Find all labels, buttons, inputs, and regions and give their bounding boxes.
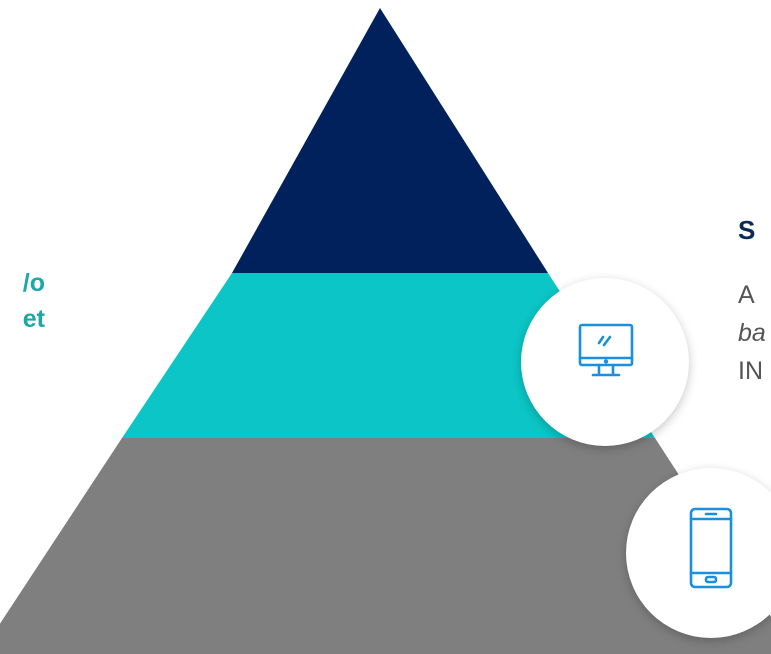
pyramid-tier-middle [122, 273, 655, 438]
pyramid-tier-top [232, 8, 548, 273]
right-panel-title: S [738, 215, 756, 245]
right-panel-line-3: IN [738, 357, 763, 385]
smartphone-icon-badge [626, 468, 771, 638]
right-panel-line-2: ba [738, 319, 766, 347]
left-label-line-2: et [22, 305, 45, 333]
right-panel-body: A ba IN [738, 276, 766, 390]
pyramid-tier-bottom [0, 438, 771, 654]
desktop-monitor-icon [578, 323, 634, 377]
left-label-line-1: /o [22, 269, 45, 297]
right-panel-line-1: A [738, 281, 755, 309]
desktop-icon-badge [521, 278, 689, 446]
smartphone-icon [689, 507, 733, 589]
